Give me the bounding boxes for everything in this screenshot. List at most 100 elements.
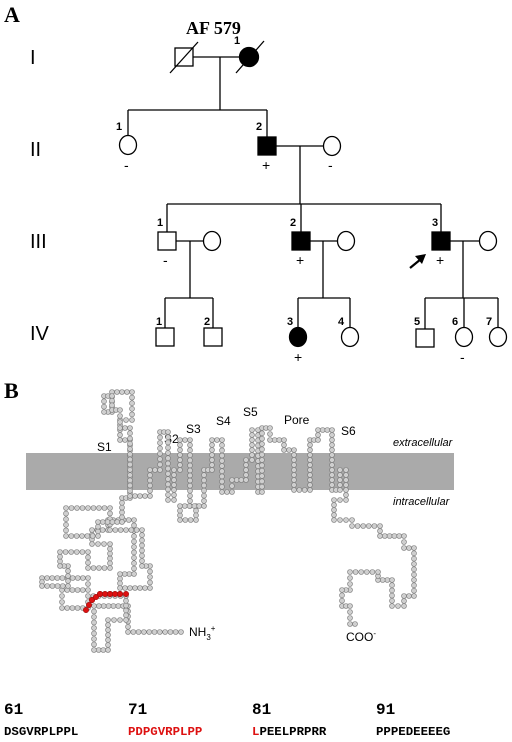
sequence-block-71: PDPGVRPLPP <box>128 725 202 739</box>
residue-bead <box>101 565 108 571</box>
residue-bead <box>139 542 145 549</box>
residue-bead <box>186 503 193 509</box>
residue-bead <box>177 512 183 519</box>
residue-bead <box>107 541 113 547</box>
individual-IV-2: 2 <box>203 316 223 347</box>
mutated-residue-bead <box>83 606 90 613</box>
individual-number: 4 <box>338 316 345 328</box>
residue-bead <box>365 523 372 529</box>
residue-bead <box>352 621 358 627</box>
residue-bead <box>339 592 345 599</box>
residue-bead <box>117 585 123 591</box>
residue-bead <box>101 505 108 511</box>
residue-bead <box>267 425 273 431</box>
residue-bead <box>259 435 265 442</box>
residue-bead <box>177 503 183 509</box>
residue-bead <box>329 467 335 473</box>
residue-bead <box>343 467 349 473</box>
residue-bead <box>69 587 76 593</box>
carrier-status: - <box>328 157 333 173</box>
residue-bead <box>65 578 71 584</box>
residue-bead <box>137 585 143 591</box>
residue-bead <box>127 435 133 442</box>
residue-bead <box>139 547 145 554</box>
residue-bead <box>358 569 365 575</box>
female-symbol <box>454 326 474 348</box>
residue-bead <box>389 587 395 594</box>
residue-bead <box>281 442 287 448</box>
residue-bead <box>331 502 337 508</box>
residue-bead <box>122 585 128 591</box>
residue-bead <box>343 472 349 478</box>
residue-bead <box>396 533 403 539</box>
residue-bead <box>171 487 177 493</box>
residue-bead <box>157 629 163 635</box>
residue-bead <box>182 503 188 509</box>
residue-bead <box>337 517 343 523</box>
residue-bead <box>69 575 76 581</box>
residue-bead <box>243 462 249 468</box>
residue-bead <box>243 472 249 478</box>
segment-label-S1: S1 <box>97 440 112 454</box>
residue-bead <box>85 565 91 571</box>
residue-bead <box>59 583 66 589</box>
residue-bead <box>63 527 69 534</box>
residue-bead <box>122 425 128 431</box>
residue-bead <box>57 558 63 565</box>
residue-bead <box>214 437 220 443</box>
residue-bead <box>130 629 137 635</box>
residue-bead <box>347 569 353 575</box>
residue-bead <box>296 487 303 493</box>
residue-bead <box>139 532 145 538</box>
residue-bead <box>331 517 337 523</box>
female-symbol <box>322 135 342 157</box>
residue-bead <box>271 437 278 443</box>
residue-bead <box>151 629 158 635</box>
residue-bead <box>187 498 193 504</box>
residue-bead <box>209 457 215 463</box>
residue-bead <box>307 442 313 448</box>
residue-bead <box>131 538 137 545</box>
residue-bead <box>259 478 265 485</box>
residue-bead <box>187 477 193 484</box>
carrier-status: - <box>163 252 168 268</box>
residue-bead <box>389 597 395 604</box>
residue-bead <box>123 607 129 614</box>
residue-bead <box>219 463 225 469</box>
residue-bead <box>286 447 292 453</box>
residue-bead <box>146 629 152 635</box>
residue-bead <box>125 623 131 630</box>
residue-bead <box>406 545 412 551</box>
mutated-residue-bead <box>102 590 109 597</box>
panel-a-label: A <box>4 2 20 27</box>
residue-bead <box>84 533 91 539</box>
residue-bead <box>119 514 125 521</box>
c-terminus-label: COO- <box>346 629 376 644</box>
affected-male-symbol <box>431 231 451 251</box>
residue-bead <box>329 432 335 438</box>
panel-b: B extracellular intracellular S1 S2 S3 S… <box>4 378 454 653</box>
residue-bead <box>133 527 140 533</box>
residue-bead <box>91 603 97 609</box>
residue-bead <box>59 599 65 605</box>
residue-bead <box>49 583 56 589</box>
carrier-status: + <box>436 252 444 268</box>
position-71: 71 <box>128 701 147 719</box>
residue-bead <box>219 457 225 464</box>
residue-bead <box>291 462 297 468</box>
segment-label-S6: S6 <box>341 424 356 438</box>
residue-bead <box>267 431 273 437</box>
segment-label-S3: S3 <box>186 422 201 436</box>
family-id: AF 579 <box>186 18 241 38</box>
residue-bead <box>171 497 177 503</box>
residue-bead <box>95 647 102 653</box>
sequence-block-61: DSGVRPLPPL <box>4 725 78 739</box>
mutated-residue-bead <box>107 590 114 597</box>
residue-bead <box>57 553 63 560</box>
residue-bead <box>347 581 353 587</box>
residue-bead <box>137 493 143 499</box>
residue-bead <box>187 482 193 489</box>
residue-bead <box>107 510 113 517</box>
individual-IV-1: 1 <box>155 316 175 347</box>
residue-bead <box>411 577 417 583</box>
